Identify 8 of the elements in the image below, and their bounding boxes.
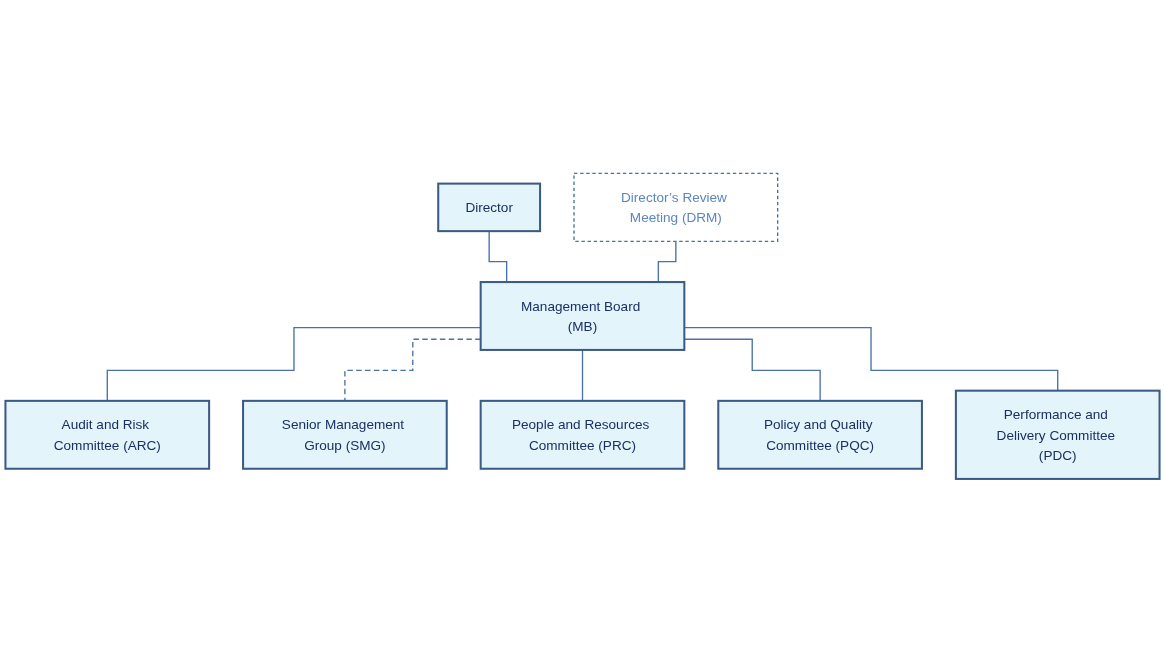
- node-box: Management Board (MB): [479, 281, 686, 352]
- node-box: Audit and Risk Committee (ARC): [4, 400, 211, 471]
- node-box: People and Resources Committee (PRC): [479, 400, 686, 471]
- node-box: Performance and Delivery Committee (PDC): [954, 389, 1161, 481]
- node-box: Policy and Quality Committee (PQC): [717, 400, 923, 471]
- node-box: Director’s Review Meeting (DRM): [573, 173, 779, 243]
- node-box: Senior Management Group (SMG): [242, 400, 448, 471]
- node-box: Director: [437, 182, 542, 233]
